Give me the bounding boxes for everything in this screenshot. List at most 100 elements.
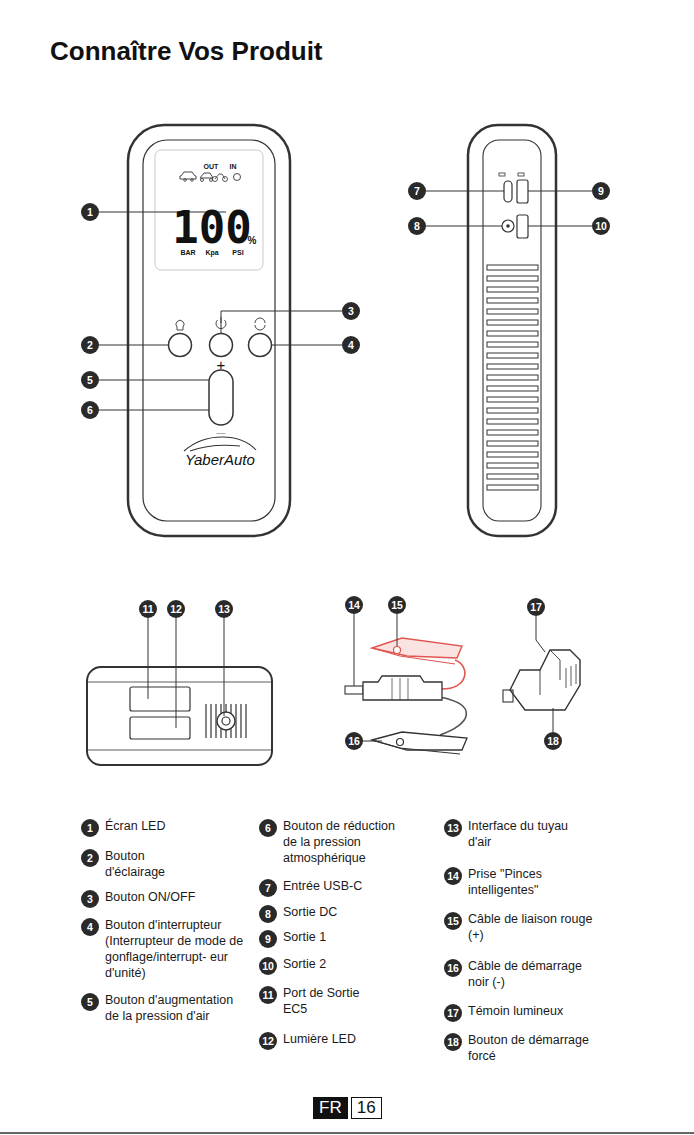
part-description: Bouton d'éclairage xyxy=(105,848,195,880)
callout-number: 13 xyxy=(215,600,233,618)
side-view xyxy=(468,125,556,536)
leader-lines xyxy=(99,191,592,741)
legend-item: 6Bouton de réduction de la pression atmo… xyxy=(259,819,277,837)
part-description: Bouton d'interrupteur (Interrupteur de m… xyxy=(105,917,253,981)
lcd-text: IN xyxy=(230,163,237,170)
callout-number-text: 12 xyxy=(259,1032,277,1050)
callout-number-text: 1 xyxy=(81,819,99,837)
legend-item: 4Bouton d'interrupteur (Interrupteur de … xyxy=(81,918,99,936)
vent-slot xyxy=(487,320,538,325)
callout-number-text: 15 xyxy=(388,596,406,614)
callout-number-text: 4 xyxy=(81,918,99,936)
vent-slot xyxy=(487,331,538,336)
legend-item: 12Lumière LED xyxy=(259,1032,277,1050)
callout-number-text: 17 xyxy=(444,1004,462,1022)
vent-slot xyxy=(487,265,538,270)
callout-number-text: 14 xyxy=(444,867,462,885)
footer-rule xyxy=(0,1132,694,1134)
callout-number-text: 3 xyxy=(81,890,99,908)
callout-number-text: 6 xyxy=(259,819,277,837)
callout-number: 18 xyxy=(544,732,562,750)
callout-number: 6 xyxy=(81,401,99,419)
callout-number-text: 16 xyxy=(345,732,363,750)
part-description: Port de Sortie EC5 xyxy=(283,985,378,1017)
vent-slot xyxy=(487,364,538,369)
callout-number-text: 1 xyxy=(81,203,99,221)
callout-number: 17 xyxy=(527,598,545,616)
vent-slot xyxy=(487,375,538,380)
callout-number-text: 18 xyxy=(544,732,562,750)
lcd-text: BAR xyxy=(180,249,195,256)
vent-slot xyxy=(487,408,538,413)
callout-number: 12 xyxy=(167,600,185,618)
vent-slot xyxy=(487,430,538,435)
callout-number-text: 10 xyxy=(592,217,610,235)
callout-number: 10 xyxy=(592,217,610,235)
part-description: Écran LED xyxy=(105,818,225,834)
callout-number-text: 17 xyxy=(527,598,545,616)
callout-number-text: 8 xyxy=(259,905,277,923)
legend-item: 5Bouton d'augmentation de la pression d'… xyxy=(81,993,99,1011)
vent-slot xyxy=(487,485,538,490)
callout-number: 7 xyxy=(408,182,426,200)
callout-number: 2 xyxy=(81,336,99,354)
part-description: Bouton ON/OFF xyxy=(105,889,245,905)
part-description: Bouton de réduction de la pression atmos… xyxy=(283,818,403,866)
callout-number-text: 7 xyxy=(259,879,277,897)
legend-item: 2Bouton d'éclairage xyxy=(81,849,99,867)
page-badge: FR xyxy=(313,1097,348,1119)
vent-slot xyxy=(487,441,538,446)
callout-number-text: 4 xyxy=(342,336,360,354)
callout-number-text: 12 xyxy=(167,600,185,618)
part-description: Témoin lumineux xyxy=(468,1003,608,1019)
callout-number: 4 xyxy=(342,336,360,354)
callout-number-text: 2 xyxy=(81,849,99,867)
smart-clamp-module xyxy=(503,650,580,710)
callout-number-text: 16 xyxy=(444,959,462,977)
page-badge-text: FR xyxy=(319,1099,342,1117)
callout-number-text: 18 xyxy=(444,1033,462,1051)
callout-number: 9 xyxy=(592,182,610,200)
lcd-text: OUT xyxy=(204,163,219,170)
callout-number-text: 10 xyxy=(259,957,277,975)
vent-slot xyxy=(487,309,538,314)
callout-number: 1 xyxy=(81,203,99,221)
hose-vent xyxy=(245,704,246,738)
callout-number-text: 11 xyxy=(139,600,157,618)
legend-item: 8Sortie DC xyxy=(259,905,277,923)
legend-item: 11Port de Sortie EC5 xyxy=(259,986,277,1004)
callout-number-text: 6 xyxy=(81,401,99,419)
button-sign: + xyxy=(217,357,226,372)
callout-number-text: 9 xyxy=(592,182,610,200)
brand-logo: YaberAuto xyxy=(185,452,255,467)
lcd-text: Kpa xyxy=(205,249,218,256)
hose-vent xyxy=(210,704,211,738)
callout-number-text: 8 xyxy=(408,217,426,235)
legend-item: 16Câble de démarrage noir (-) xyxy=(444,959,462,977)
legend-item: 7Entrée USB-C xyxy=(259,879,277,897)
legend-item: 13Interface du tuyau d'air xyxy=(444,819,462,837)
callout-number-text: 5 xyxy=(81,371,99,389)
vent-slot xyxy=(487,463,538,468)
hose-vent xyxy=(205,704,206,738)
vent-slot xyxy=(487,474,538,479)
callout-number-text: 13 xyxy=(444,819,462,837)
callout-number-text: 13 xyxy=(215,600,233,618)
callout-number: 16 xyxy=(345,732,363,750)
part-description: Bouton d'augmentation de la pression d'a… xyxy=(105,992,245,1024)
button-sign: — xyxy=(217,429,226,438)
legend-item: 15Câble de liaison rouge (+) xyxy=(444,912,462,930)
front-view xyxy=(128,125,290,536)
callout-number: 3 xyxy=(342,302,360,320)
vent-slot xyxy=(487,419,538,424)
callout-number-text: 14 xyxy=(345,596,363,614)
callout-number-text: 15 xyxy=(444,912,462,930)
part-description: Sortie 1 xyxy=(283,929,413,945)
part-description: Entrée USB-C xyxy=(283,878,413,894)
lcd-text: 100 xyxy=(172,206,251,250)
part-description: Interface du tuyau d'air xyxy=(468,818,593,850)
legend-item: 1Écran LED xyxy=(81,819,99,837)
callout-number: 5 xyxy=(81,371,99,389)
